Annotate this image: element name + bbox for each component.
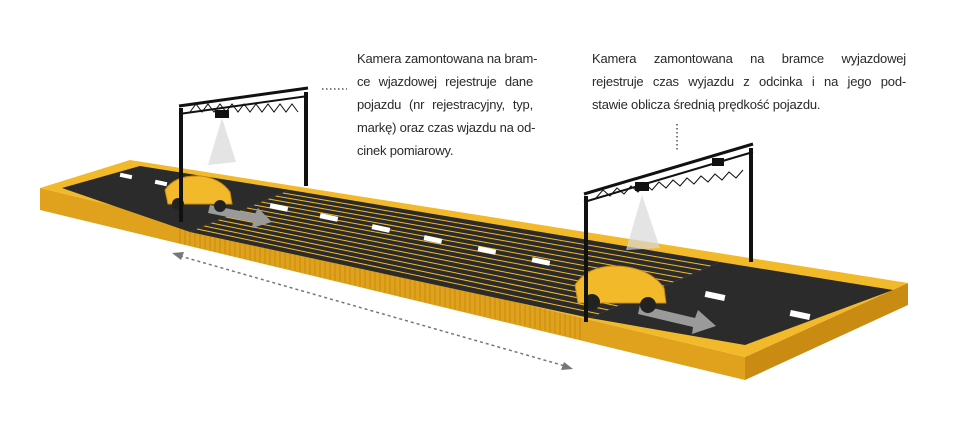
caption-line: rejestruje czas wyjazdu z odcinka i na j… — [592, 74, 906, 89]
stripe — [204, 225, 609, 311]
caption-line: pojazdu (nr rejestracyjny, typ, — [357, 97, 533, 112]
road-slab-end-face — [745, 283, 908, 380]
entry-gantry — [178, 86, 309, 222]
direction-arrow-left — [208, 205, 272, 228]
exit-camera-caption: Kamera zamontowana na bramce wyjazdowej … — [592, 47, 906, 116]
caption-line: stawie oblicza średnią prędkość pojazdu. — [592, 97, 821, 112]
caption-line: Kamera zamontowana na bram- — [357, 51, 538, 66]
stripe — [261, 201, 683, 279]
exit-camera-icon — [635, 158, 724, 191]
stripe — [225, 216, 637, 299]
stripe — [275, 195, 702, 271]
caption-line: ce wjazdowej rejestruje dane — [357, 74, 533, 89]
lane-markings — [119, 172, 811, 321]
caption-line: cinek pomiarowy. — [357, 143, 454, 158]
asphalt-right — [590, 262, 893, 345]
camera-beam-entry — [208, 118, 236, 165]
section-length-arrow — [172, 252, 573, 370]
direction-arrow-right — [638, 305, 716, 334]
stripe — [282, 192, 711, 267]
stripe — [197, 228, 600, 315]
stripe — [211, 222, 618, 307]
caption-line: markę) oraz czas wjazdu na od- — [357, 120, 536, 135]
entry-camera-icon — [215, 110, 229, 118]
exit-gantry — [583, 142, 754, 322]
camera-beam-exit — [626, 195, 660, 250]
stripe — [232, 213, 646, 295]
entry-camera-caption: Kamera zamontowana na bram- ce wjazdowej… — [357, 47, 538, 162]
caption-line: Kamera zamontowana na bramce wyjazdowej — [592, 51, 906, 66]
stripe — [268, 198, 693, 275]
stripe — [218, 219, 628, 303]
